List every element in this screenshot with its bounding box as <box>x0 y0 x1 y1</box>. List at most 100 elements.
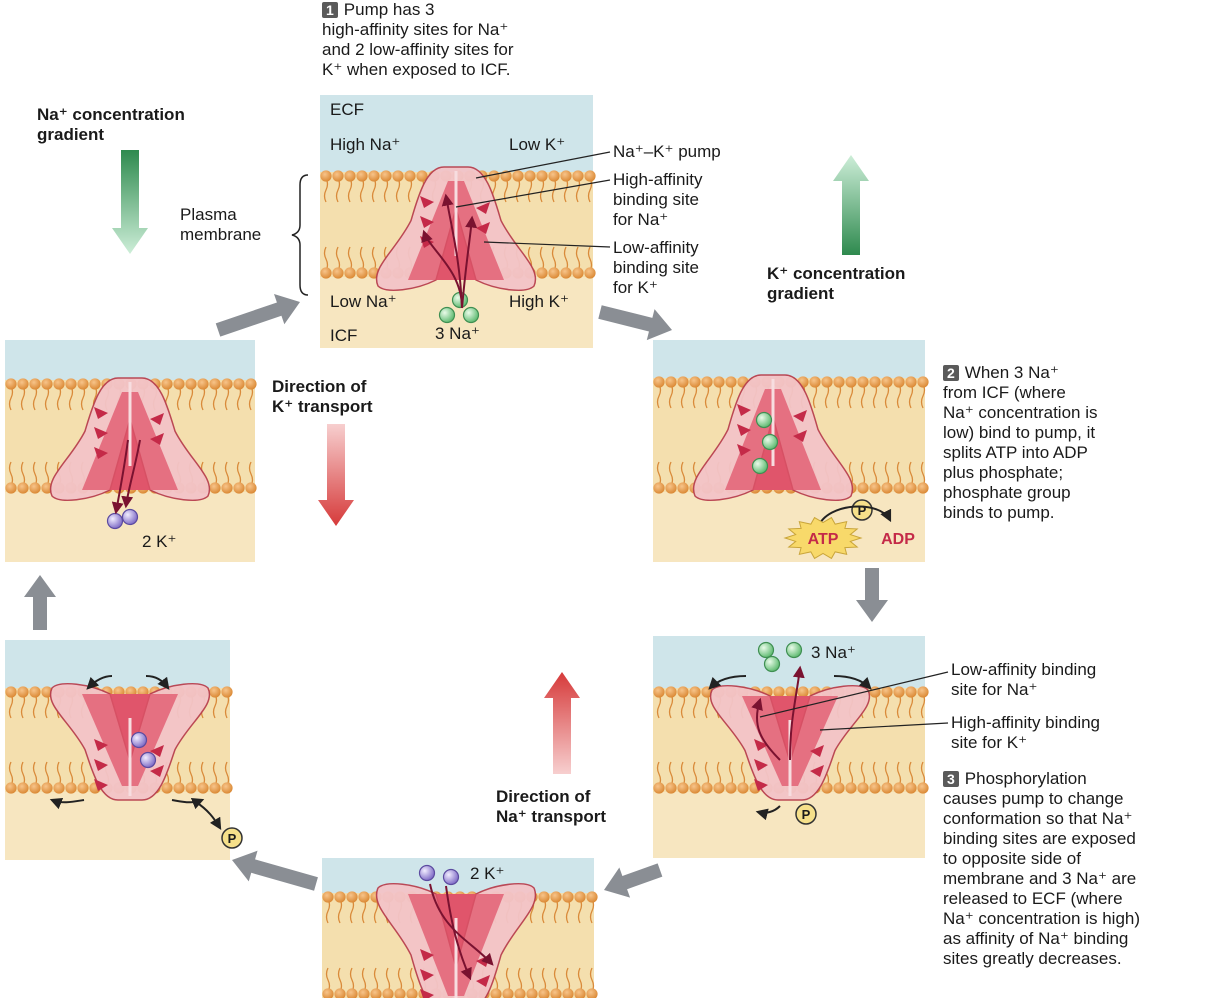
left-panel-lipid-head <box>41 378 53 390</box>
lower-left-panel-lipid-head <box>65 782 77 794</box>
bottom-panel-lipid-head <box>562 891 574 903</box>
left-panel-lipid-head <box>233 482 245 494</box>
left-pump <box>49 377 211 502</box>
lower-left-panel-ecf <box>5 640 230 688</box>
bottom-panel-lipid-head <box>514 988 526 998</box>
top-panel-lipid-head <box>356 267 368 279</box>
right-pump-na-site <box>737 404 751 416</box>
high-aff-k-leader <box>819 722 949 731</box>
bottom-panel-lipid-head <box>490 988 502 998</box>
bottom-pump <box>375 882 537 998</box>
bottom-panel-lipid-head <box>358 988 370 998</box>
lr-open-arrow-r <box>833 675 872 690</box>
top-panel-ecf <box>320 95 593 172</box>
left-panel-lipid-head <box>221 482 233 494</box>
bottom-panel-lipid-head <box>406 988 418 998</box>
low-na-label: Low Na⁺ <box>330 292 397 311</box>
lower-left-panel-lipid-head <box>161 782 173 794</box>
left-pump-k-site <box>150 413 164 425</box>
lower-right-panel-lipid-head <box>653 686 665 698</box>
left-panel-lipid-head <box>5 482 17 494</box>
left-panel-lipid-head <box>245 378 257 390</box>
left-pump-na-site <box>94 427 108 439</box>
left-panel-lipid-head <box>29 378 41 390</box>
left-panel-lipid-head <box>5 378 17 390</box>
right-atp-split <box>817 505 892 528</box>
top-panel-lipid-head <box>344 170 356 182</box>
top-na-ion-2 <box>462 306 480 324</box>
high-k-label: High K⁺ <box>509 292 569 311</box>
bottom-panel-lipid-head <box>334 988 346 998</box>
bottom-panel-lipid-head <box>382 988 394 998</box>
step3-number: 3 <box>943 771 959 787</box>
right-panel-lipid-head <box>701 376 713 388</box>
lower-left-panel-lipid-head <box>5 782 17 794</box>
left-panel-lipid-head <box>161 378 173 390</box>
top-pump <box>375 166 537 292</box>
left-panel-lipid-head <box>17 482 29 494</box>
cycle-arrow-right <box>856 568 888 622</box>
cycle-arrow-top-right <box>598 305 672 341</box>
k-gradient-label: K⁺ concentration gradient <box>767 264 906 303</box>
left-k-ion-1 <box>106 512 124 530</box>
lower-right-pump-na-site <box>754 739 768 751</box>
left-panel-lipid-head <box>245 482 257 494</box>
na-gradient-label: Na⁺ concentration gradient <box>37 105 185 144</box>
left-two-k-label: 2 K⁺ <box>142 532 177 551</box>
right-panel-lipid-head <box>713 376 725 388</box>
lower-left-panel-lipid-head <box>5 686 17 698</box>
right-panel-lipid-head <box>677 482 689 494</box>
right-panel-lipid-head <box>833 376 845 388</box>
low-aff-leader <box>483 241 611 248</box>
lower-right-panel-lipid-head <box>665 782 677 794</box>
na-transport-label: Direction of Na⁺ transport <box>496 787 607 826</box>
lower-right-panel-lipid-head <box>725 782 737 794</box>
right-pump-k-site <box>793 430 807 442</box>
lower-left-pump-na-site <box>94 759 108 771</box>
lower-left-pump-k-site <box>150 765 164 777</box>
top-panel-lipid-head <box>332 170 344 182</box>
lower-left-pump-na-site <box>94 779 108 791</box>
cycle-arrow-bottom-left <box>232 850 318 891</box>
bottom-panel-lipid-head <box>322 988 334 998</box>
top-panel-lipid-head <box>548 267 560 279</box>
top-panel-lipid-head <box>584 267 596 279</box>
k-transport-label: Direction of K⁺ transport <box>272 377 373 416</box>
lower-left-panel-lipid-head <box>197 782 209 794</box>
three-na-label: 3 Na⁺ <box>435 324 480 343</box>
bottom-panel-lipid-head <box>394 988 406 998</box>
ll-arrow-l <box>86 675 113 690</box>
top-panel-lipid-head <box>416 170 428 182</box>
bottom-k-path-2 <box>429 883 494 966</box>
top-na-ion-1 <box>438 306 456 324</box>
ll-arrow-r <box>145 675 170 690</box>
right-panel-lipid-head <box>725 376 737 388</box>
left-panel-lipid-head <box>29 482 41 494</box>
right-na-ion-1 <box>761 433 779 451</box>
lower-right-panel-lipid-head <box>689 686 701 698</box>
top-panel-lipid-head <box>380 170 392 182</box>
high-affinity-na-label: High-affinity binding site for Na⁺ <box>613 170 703 229</box>
step3-body: Phosphorylation causes pump to change co… <box>943 769 1141 968</box>
icf-label: ICF <box>330 326 358 345</box>
bottom-pump-na-site <box>420 969 434 981</box>
top-panel-lipid-head <box>536 267 548 279</box>
right-panel-lipid-head <box>653 482 665 494</box>
left-pump-na-site <box>94 447 108 459</box>
left-panel-lipid-head <box>209 482 221 494</box>
na-gradient-arrow <box>112 150 148 254</box>
lower-right-panel-lipid-head <box>737 782 749 794</box>
lower-left-pump <box>49 682 211 801</box>
top-panel-lipid-head <box>572 170 584 182</box>
lower-left-panel-lipid-head <box>77 782 89 794</box>
top-panel-lipid-head <box>512 170 524 182</box>
right-panel-lipid-head <box>809 376 821 388</box>
left-panel-lipid-head <box>173 378 185 390</box>
right-panel-lipid-head <box>677 376 689 388</box>
released-na-ion-2 <box>763 655 781 673</box>
lower-right-panel-lipid-head <box>653 782 665 794</box>
cycle-arrow-left <box>24 575 56 630</box>
top-panel-lipid-head <box>344 267 356 279</box>
left-pump-k-site <box>150 433 164 445</box>
low-affinity-k-label: Low-affinity binding site for K⁺ <box>613 238 700 297</box>
